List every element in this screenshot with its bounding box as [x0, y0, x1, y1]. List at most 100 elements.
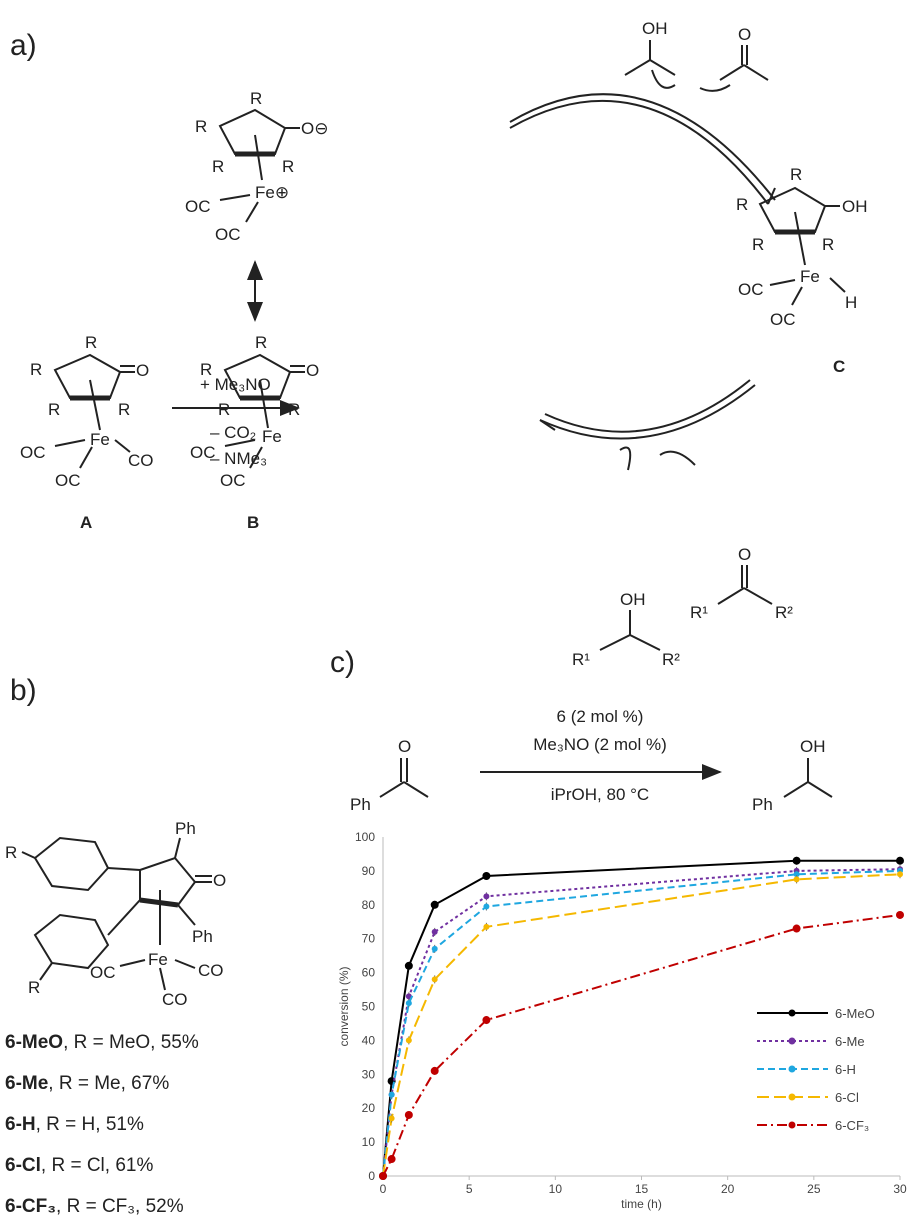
data-point — [404, 1110, 413, 1119]
svg-text:OC: OC — [55, 471, 81, 490]
compound-name: 6-H — [5, 1114, 36, 1135]
data-point — [483, 893, 490, 900]
isopropanol: OH — [624, 19, 676, 76]
x-tick-label: 5 — [466, 1182, 473, 1196]
data-point — [792, 924, 801, 933]
data-point — [430, 1066, 439, 1075]
reagent-label: + Me₃NO — [200, 375, 271, 394]
svg-text:Fe⊕: Fe⊕ — [255, 183, 289, 202]
legend-marker — [788, 1121, 796, 1129]
svg-text:R: R — [212, 157, 224, 176]
legend-marker — [788, 1093, 796, 1101]
legend-label: 6-Cl — [835, 1090, 859, 1105]
compound-description: , R = CF₃, 52% — [56, 1196, 184, 1217]
compound-description: , R = Me, 67% — [48, 1073, 169, 1094]
legend-label: 6-H — [835, 1062, 856, 1077]
byproduct-co2: – CO₂ — [210, 423, 256, 442]
structure-6: R R Ph O Ph Fe OC CO CO — [5, 819, 226, 1009]
svg-text:R: R — [195, 117, 207, 136]
svg-text:OH: OH — [620, 590, 646, 609]
structure-zwitterion: R R R R O⊖ Fe⊕ OC OC — [185, 89, 328, 244]
svg-text:R: R — [282, 157, 294, 176]
compound-entry: 6-Me, R = Me, 67% — [5, 1073, 169, 1094]
catalyst-label: 6 (2 mol %) — [557, 707, 644, 726]
svg-text:Fe: Fe — [90, 430, 110, 449]
label-b: B — [247, 513, 259, 532]
svg-text:O: O — [136, 361, 149, 380]
conditions-label: iPrOH, 80 °C — [551, 785, 649, 804]
label-a: A — [80, 513, 92, 532]
ketone: O R¹ R² — [690, 545, 793, 622]
compound-description: , R = H, 51% — [36, 1114, 144, 1135]
svg-text:R²: R² — [775, 603, 793, 622]
svg-text:CO: CO — [128, 451, 154, 470]
data-point — [482, 1016, 491, 1025]
secondary-alcohol: OH R¹ R² — [572, 590, 680, 669]
data-point — [379, 1172, 387, 1180]
y-axis-label: conversion (%) — [337, 966, 351, 1046]
compound-list: 6-MeO, R = MeO, 55%6-Me, R = Me, 67%6-H,… — [5, 1032, 199, 1217]
svg-text:OC: OC — [185, 197, 211, 216]
y-tick-label: 40 — [362, 1033, 376, 1047]
svg-text:R: R — [30, 360, 42, 379]
acetone: O — [719, 25, 769, 81]
x-tick-label: 10 — [549, 1182, 563, 1196]
panel-label-b: b) — [10, 674, 37, 707]
svg-text:R: R — [218, 400, 230, 419]
x-tick-label: 30 — [893, 1182, 907, 1196]
compound-entry: 6-Cl, R = Cl, 61% — [5, 1155, 153, 1176]
svg-text:Fe: Fe — [262, 427, 282, 446]
data-point — [388, 1115, 395, 1122]
compound-name: 6-Cl — [5, 1155, 41, 1176]
data-point — [388, 1091, 395, 1098]
compound-name: 6-Me — [5, 1073, 48, 1094]
legend-label: 6-Me — [835, 1034, 865, 1049]
data-point — [482, 871, 491, 880]
acetophenone: O Ph — [350, 737, 429, 814]
data-point — [431, 945, 438, 952]
legend-marker — [788, 1009, 796, 1017]
svg-text:OC: OC — [20, 443, 46, 462]
data-point — [404, 961, 413, 970]
svg-text:R: R — [200, 360, 212, 379]
data-point — [792, 856, 801, 865]
y-tick-label: 90 — [362, 864, 376, 878]
y-tick-label: 50 — [362, 1000, 376, 1014]
svg-text:R: R — [255, 333, 267, 352]
svg-text:O⊖: O⊖ — [301, 119, 328, 138]
svg-text:R: R — [822, 235, 834, 254]
svg-text:O: O — [398, 737, 411, 756]
compound-entry: 6-CF₃, R = CF₃, 52% — [5, 1196, 184, 1217]
svg-text:R: R — [5, 843, 17, 862]
svg-text:OC: OC — [215, 225, 241, 244]
series-line-6-H — [382, 869, 901, 1177]
catalytic-cycle-arrows — [509, 69, 776, 471]
legend-label: 6-MeO — [835, 1006, 875, 1021]
svg-text:Ph: Ph — [192, 927, 213, 946]
compound-description: , R = Cl, 61% — [41, 1155, 154, 1176]
structure-b: R R R R O Fe OC OC B — [190, 333, 319, 532]
svg-text:R: R — [48, 400, 60, 419]
structure-c: R R R R OH Fe H OC OC C — [736, 165, 868, 376]
svg-text:OC: OC — [770, 310, 796, 329]
data-point — [896, 910, 904, 919]
legend-marker — [788, 1037, 796, 1045]
y-tick-label: 20 — [362, 1101, 376, 1115]
svg-text:O: O — [213, 871, 226, 890]
svg-text:R: R — [250, 89, 262, 108]
svg-text:R: R — [736, 195, 748, 214]
series-line-6-Cl — [382, 873, 901, 1177]
svg-text:OH: OH — [642, 19, 668, 38]
data-point — [483, 923, 490, 930]
svg-text:R: R — [790, 165, 802, 184]
data-point — [896, 856, 904, 865]
data-point — [431, 976, 438, 983]
series-line-6-Me — [382, 868, 901, 1177]
svg-text:O: O — [306, 361, 319, 380]
data-point — [793, 876, 800, 883]
svg-text:OC: OC — [220, 471, 246, 490]
data-point — [483, 903, 490, 910]
y-tick-label: 60 — [362, 966, 376, 980]
